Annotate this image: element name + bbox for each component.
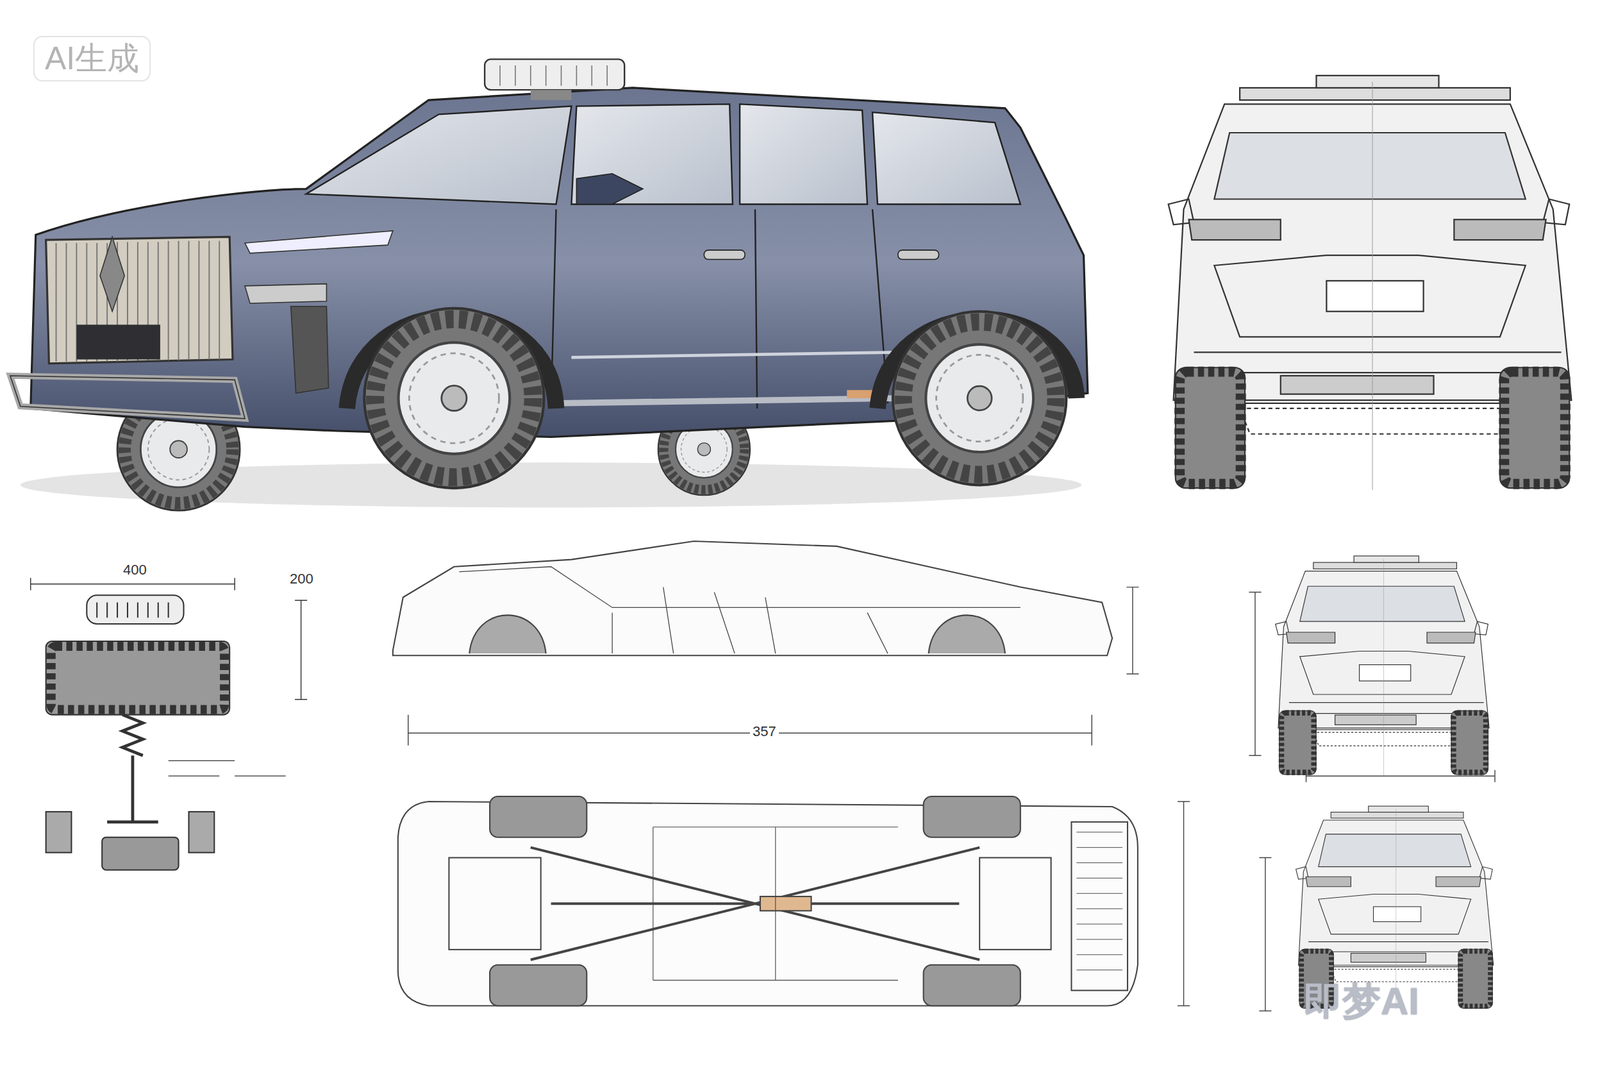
- dimension-label: 400: [120, 561, 150, 579]
- rear-view: [1168, 75, 1572, 490]
- main-vehicle-view: [10, 58, 1088, 511]
- rear-view-small: [1296, 805, 1494, 1009]
- watermark: AI生成: [33, 35, 151, 82]
- suspension-detail: [30, 577, 308, 870]
- dimension-label: 357: [750, 723, 779, 740]
- dimension-lines: [1248, 592, 1495, 1011]
- rear-view-small: [1275, 555, 1490, 776]
- watermark: 即梦AI: [1301, 979, 1422, 1024]
- dimension-label: 200: [287, 570, 317, 588]
- grille: [46, 236, 233, 363]
- side-schematic: [392, 541, 1140, 745]
- plan-view: [398, 796, 1190, 1006]
